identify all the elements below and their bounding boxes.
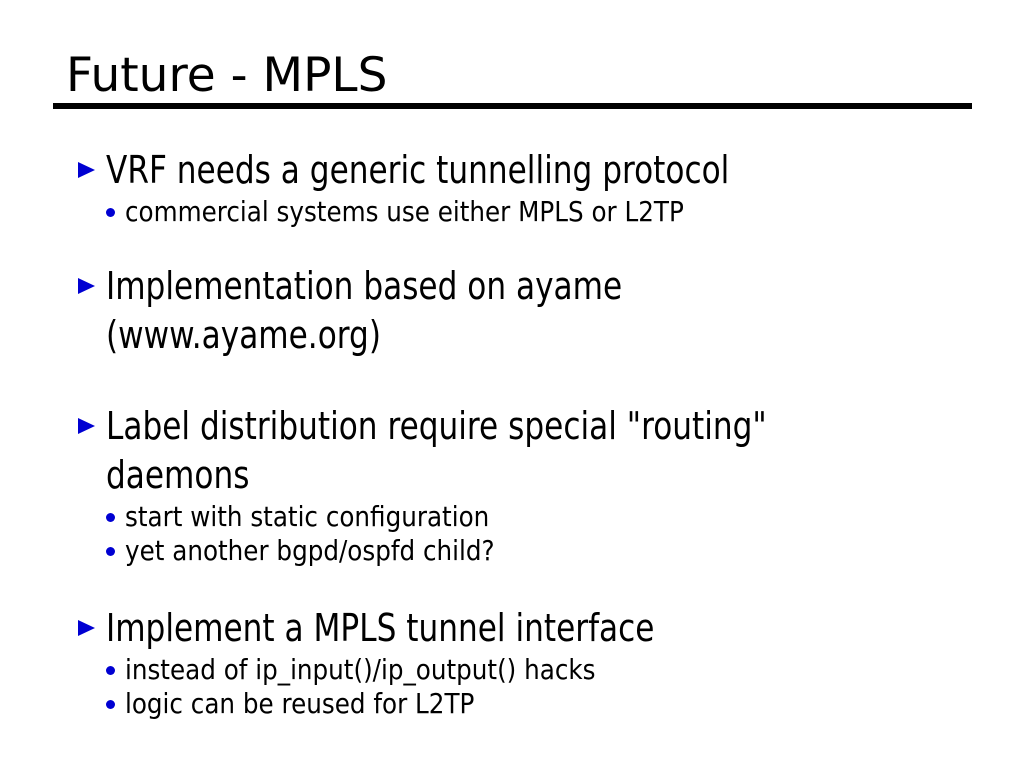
sub-bullet-item: start with static configuration	[106, 500, 1014, 534]
triangle-bullet-icon	[78, 278, 95, 294]
sub-bullet-line: instead of ip_input()/ip_output() hacks	[125, 653, 596, 686]
slide-title: Future - MPLS	[66, 48, 388, 103]
sub-bullet-line: start with static configuration	[125, 500, 490, 533]
sub-bullet-item: commercial systems use either MPLS or L2…	[106, 195, 1014, 229]
bullet-line: Implementation based on ayame	[106, 264, 623, 308]
sub-bullet-item: yet another bgpd/ospfd child?	[106, 534, 1014, 568]
sub-bullet-line: yet another bgpd/ospfd child?	[125, 534, 495, 567]
bullet-item: Implement a MPLS tunnel interface instea…	[78, 604, 1014, 721]
dot-bullet-icon	[106, 666, 115, 675]
dot-bullet-icon	[106, 513, 115, 522]
bullet-line: Implement a MPLS tunnel interface	[106, 606, 655, 650]
slide-body: VRF needs a generic tunnelling protocol …	[78, 146, 1014, 721]
sub-bullet-line: commercial systems use either MPLS or L2…	[125, 195, 684, 228]
bullet-item: Implementation based on ayame (www.ayame…	[78, 262, 1014, 360]
sub-bullet-item: logic can be reused for L2TP	[106, 687, 1014, 721]
bullet-row: Label distribution require special "rout…	[78, 402, 1014, 500]
dot-bullet-icon	[106, 547, 115, 556]
bullet-line: daemons	[106, 453, 250, 497]
triangle-bullet-icon	[78, 620, 95, 636]
triangle-bullet-icon	[78, 418, 95, 434]
sub-bullet-line: logic can be reused for L2TP	[125, 687, 475, 720]
bullet-row: VRF needs a generic tunnelling protocol	[78, 146, 1014, 195]
bullet-item: Label distribution require special "rout…	[78, 402, 1014, 568]
bullet-item: VRF needs a generic tunnelling protocol …	[78, 146, 1014, 229]
bullet-line: VRF needs a generic tunnelling protocol	[106, 148, 730, 192]
dot-bullet-icon	[106, 208, 115, 217]
bullet-line: (www.ayame.org)	[106, 313, 381, 357]
bullet-row: Implement a MPLS tunnel interface	[78, 604, 1014, 653]
dot-bullet-icon	[106, 700, 115, 709]
title-underline	[53, 103, 972, 109]
sub-bullet-item: instead of ip_input()/ip_output() hacks	[106, 653, 1014, 687]
triangle-bullet-icon	[78, 162, 95, 178]
bullet-line: Label distribution require special "rout…	[106, 404, 767, 448]
bullet-row: Implementation based on ayame (www.ayame…	[78, 262, 1014, 360]
